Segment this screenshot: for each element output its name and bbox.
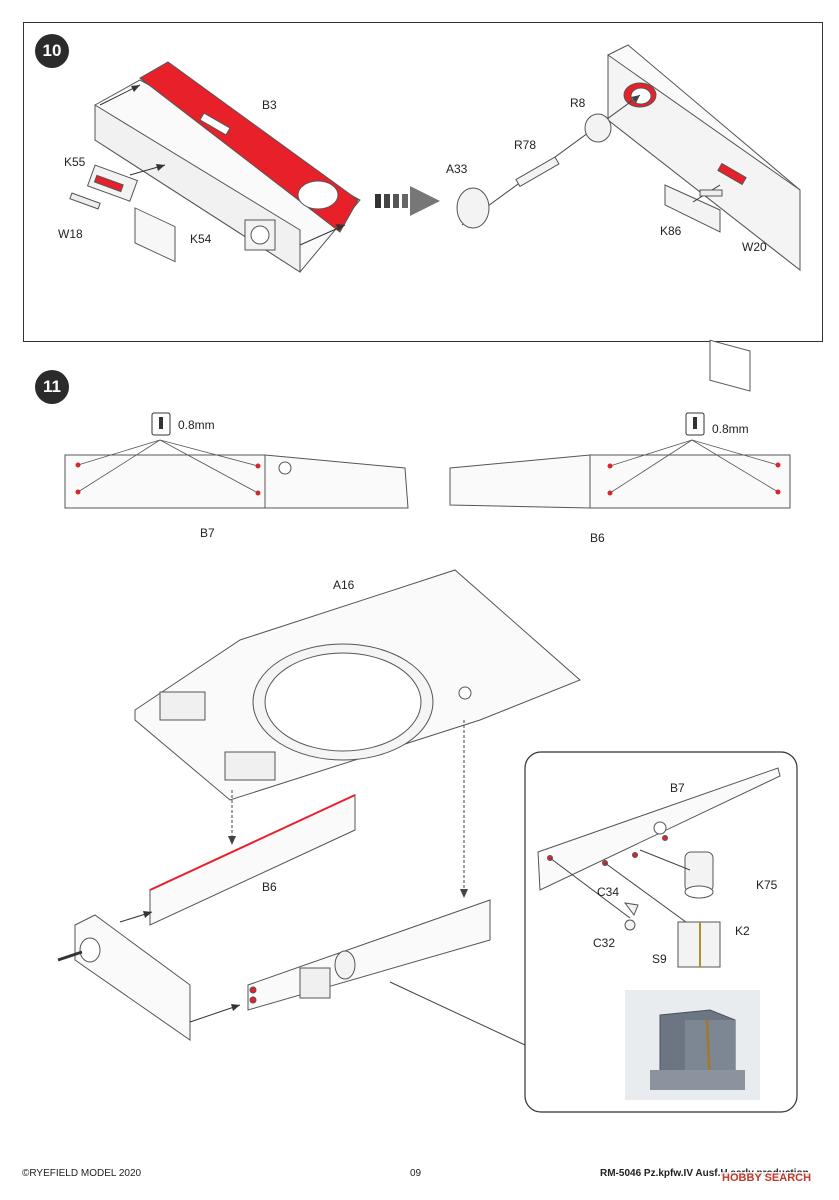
watermark: HOBBY SEARCH — [720, 1172, 814, 1184]
label-b6-main: B6 — [262, 880, 277, 894]
part-w20 — [699, 189, 723, 197]
part-c34-c32 — [623, 902, 639, 931]
label-w20: W20 — [742, 240, 767, 254]
part-b6-top — [449, 454, 791, 509]
label-r8: R8 — [570, 96, 586, 110]
part-a33 — [456, 187, 490, 229]
label-a33: A33 — [446, 162, 468, 176]
label-k54: K54 — [190, 232, 212, 246]
step-10-badge: 10 — [35, 34, 69, 68]
label-b7-top: B7 — [200, 526, 215, 540]
label-k86: K86 — [660, 224, 682, 238]
part-r8 — [584, 113, 612, 143]
label-k2: K2 — [735, 924, 750, 938]
finished-part-photo — [625, 990, 760, 1100]
label-s9: S9 — [652, 952, 667, 966]
part-w18 — [69, 192, 101, 210]
drill-size-right: 0.8mm — [712, 422, 749, 436]
part-b7-main — [247, 899, 491, 1011]
label-k75: K75 — [756, 878, 778, 892]
progress-arrow — [375, 186, 440, 216]
part-b6-main — [149, 794, 356, 926]
label-c34: C34 — [597, 885, 620, 899]
rear-plate-step11 — [57, 914, 191, 1041]
label-c32: C32 — [593, 936, 616, 950]
part-k75 — [684, 851, 714, 899]
footer-product: RM-5046 Pz.kpfw.IV Ausf.H early producti… — [600, 1168, 809, 1179]
part-k55 — [86, 164, 139, 202]
footer-page-number: 09 — [410, 1168, 422, 1179]
label-b6-top: B6 — [590, 531, 605, 545]
label-k55: K55 — [64, 155, 86, 169]
part-k2 — [677, 921, 721, 968]
step-11-badge: 11 — [35, 370, 69, 404]
footer-copyright: ©RYEFIELD MODEL 2020 — [22, 1168, 142, 1179]
part-k86 — [664, 184, 721, 233]
label-b7-detail: B7 — [670, 781, 685, 795]
part-r78 — [515, 156, 560, 188]
drill-size-left: 0.8mm — [178, 418, 215, 432]
part-b3-highlight — [139, 61, 359, 233]
label-a16: A16 — [333, 578, 355, 592]
label-r78: R78 — [514, 138, 537, 152]
part-a16-hull-top — [134, 569, 581, 801]
k54-bracket — [134, 207, 176, 263]
label-b3: B3 — [262, 98, 277, 112]
label-w18: W18 — [58, 227, 83, 241]
